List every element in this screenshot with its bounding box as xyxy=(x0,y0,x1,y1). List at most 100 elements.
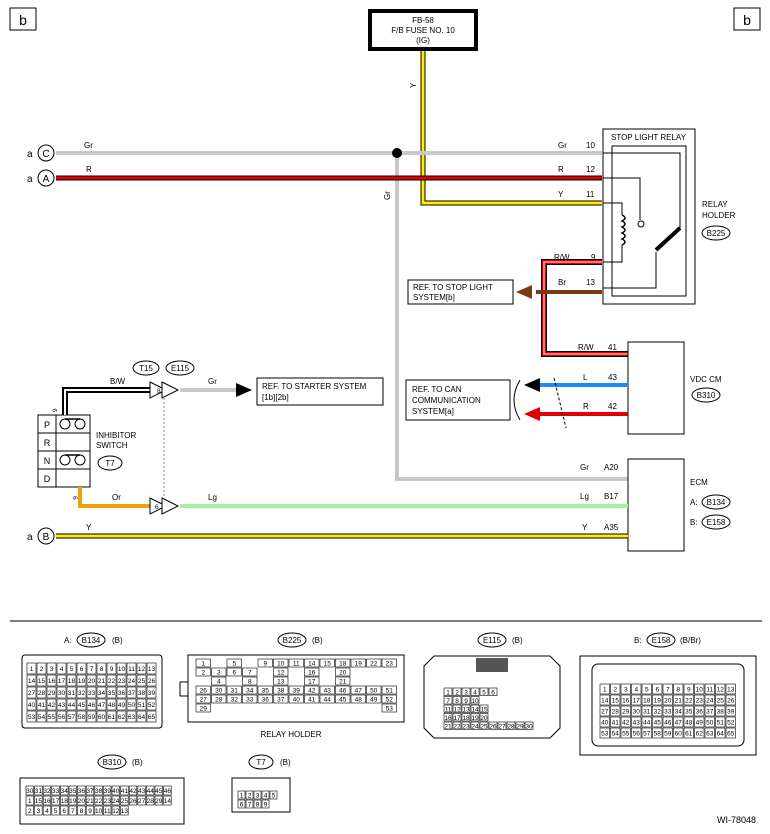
e158-pin-cell xyxy=(641,705,652,717)
b310-pin-label: 43 xyxy=(138,788,146,795)
conn-b-letter: B xyxy=(43,532,50,543)
e158-pin-label: 14 xyxy=(601,698,609,705)
b134-pin-label: 47 xyxy=(98,702,106,709)
e115-latch xyxy=(476,658,508,672)
b134-pin-label: 60 xyxy=(98,714,106,721)
t7-pin-cell xyxy=(245,790,254,800)
b134-pin-cell xyxy=(86,686,97,699)
inhibitor-contact-n1 xyxy=(59,454,71,466)
b134-pin-cell xyxy=(116,662,127,675)
e115-pin-cell xyxy=(488,687,498,696)
e158-pin-label: 49 xyxy=(696,720,704,727)
b310-pin-cell xyxy=(103,785,112,796)
e115-pin-label: 25 xyxy=(480,723,488,730)
b134-pin-cell xyxy=(126,686,137,699)
e115-pin-cell xyxy=(470,721,480,730)
wire-label-r-42: R xyxy=(583,402,589,411)
e158-pin-cell xyxy=(725,683,736,695)
b310-pin-cell xyxy=(25,785,34,796)
e158-pin-cell xyxy=(662,683,673,695)
inhibitor-pos-n: N xyxy=(44,456,51,466)
e158-pin-label: 51 xyxy=(717,720,725,727)
vdc-code: B310 xyxy=(697,391,716,400)
t7-pin-label: 8 xyxy=(256,802,260,809)
wire-label-gr-vert: Gr xyxy=(383,191,392,200)
b225-pin-cell xyxy=(304,658,320,668)
chevron-8-b xyxy=(161,381,180,399)
b134-pin-cell xyxy=(36,686,47,699)
e158-pin-cell xyxy=(631,727,642,739)
b134-pin-label: 44 xyxy=(68,702,76,709)
b134-pin-label: 10 xyxy=(118,666,126,673)
b134-pin-cell xyxy=(126,674,137,687)
b134-pin-label: 51 xyxy=(138,702,146,709)
e158-pin-cell xyxy=(673,727,684,739)
e158-pin-label: 50 xyxy=(706,720,714,727)
b134-pin-label: 20 xyxy=(88,678,96,685)
pin-c8: 8 xyxy=(157,388,161,395)
b310-pin-label: 21 xyxy=(86,798,94,805)
e115-pin-cell xyxy=(452,696,462,705)
b134-pin-cell xyxy=(56,662,67,675)
e115-pin-cell xyxy=(443,687,453,696)
b225-pin-cell xyxy=(335,676,351,686)
e158-pin-label: 36 xyxy=(696,709,704,716)
b310-pin-cell xyxy=(111,805,120,816)
b310-pin-label: 2 xyxy=(28,808,32,815)
e158-pin-cell xyxy=(599,694,610,706)
t7-pin-cell xyxy=(253,790,262,800)
e158-pin-cell xyxy=(725,716,736,728)
e158-pin-cell xyxy=(715,683,726,695)
b134-pin-cell xyxy=(106,686,117,699)
e115-pin-cell xyxy=(488,721,498,730)
wire-label-gr-10: Gr xyxy=(558,141,567,150)
e158-pin-cell xyxy=(620,716,631,728)
e158-pin-label: 65 xyxy=(727,731,735,738)
b310-pin-label: 7 xyxy=(71,808,75,815)
e158-pin-cell xyxy=(673,716,684,728)
e158-pin-cell xyxy=(652,727,663,739)
e158-pin-label: 29 xyxy=(622,709,630,716)
b225-pin-cell xyxy=(242,667,258,677)
b134-pin-cell xyxy=(46,710,57,723)
b134-pin-label: 62 xyxy=(118,714,126,721)
b134-pin-label: 29 xyxy=(48,690,56,697)
wire-label-rw-9: R/W xyxy=(554,253,570,262)
e115b-oval xyxy=(477,632,507,648)
b225-pin-label: 6 xyxy=(232,670,236,677)
e158-pin-label: 53 xyxy=(601,731,609,738)
b134-pin-cell xyxy=(96,662,107,675)
b134-pin-cell xyxy=(76,698,87,711)
arrow-starter xyxy=(236,383,252,397)
wire-label-rw-41: R/W xyxy=(578,343,594,352)
b134-pin-label: 35 xyxy=(108,690,116,697)
e115-pin-cell xyxy=(452,704,462,713)
b310-pin-label: 24 xyxy=(112,798,120,805)
e115-pin-cell xyxy=(479,713,489,722)
b225-code: B225 xyxy=(283,636,302,645)
conn-b-prefix: a xyxy=(27,532,33,543)
b310-pin-cell xyxy=(146,795,155,806)
footer-code: WI-78048 xyxy=(717,815,756,825)
t7-pin-cell xyxy=(237,799,246,809)
e158-pin-label: 3 xyxy=(624,687,628,694)
e158-pin-label: 38 xyxy=(717,709,725,716)
e158-pin-label: 2 xyxy=(613,687,617,694)
e158-pin-cell xyxy=(704,683,715,695)
t7-pin-cell xyxy=(261,790,270,800)
e115-pin-label: 9 xyxy=(464,698,468,705)
e115-pin-cell xyxy=(443,704,453,713)
b134-pin-label: 33 xyxy=(88,690,96,697)
e115-code: E115 xyxy=(171,364,190,373)
relay-code-oval xyxy=(701,225,731,241)
e115-pin-label: 12 xyxy=(453,706,461,713)
b134-pin-cell xyxy=(76,674,87,687)
b134-pin-label: 45 xyxy=(78,702,86,709)
corner-mark-right-label: b xyxy=(743,12,751,28)
e158-oval xyxy=(646,632,676,648)
chevron-6-a xyxy=(149,497,168,515)
e115-pin-cell xyxy=(443,713,453,722)
b310-pin-label: 26 xyxy=(129,798,137,805)
t7b-code: T7 xyxy=(256,758,266,767)
e115-pin-label: 24 xyxy=(471,723,479,730)
